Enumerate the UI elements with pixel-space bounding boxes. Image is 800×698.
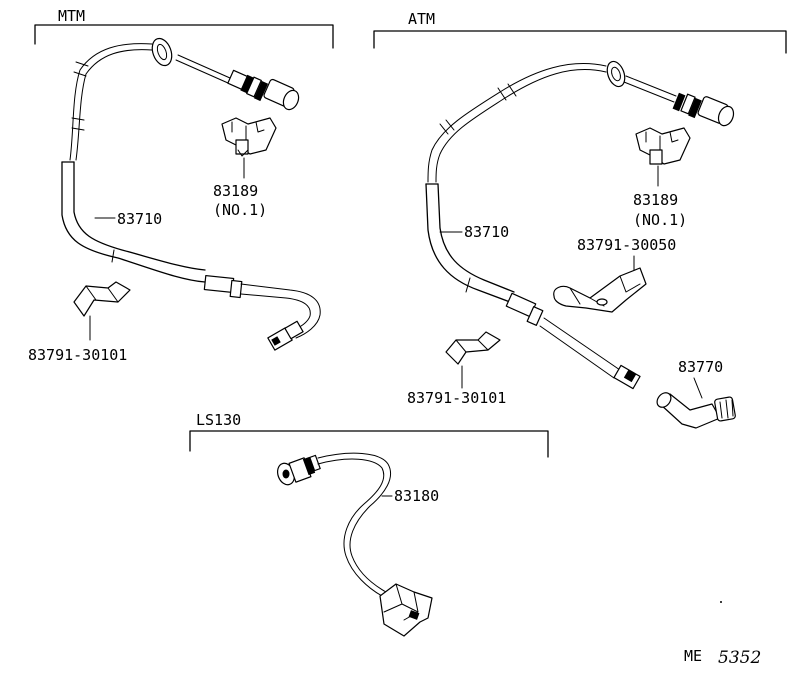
atm-switch-note: (NO.1) [633,211,687,229]
ls130-harness-label: 83180 [394,487,439,505]
mtm-group-label: MTM [58,7,85,25]
group-atm: ATM [373,10,787,429]
drawing-code-number: 5352 [718,648,761,668]
atm-clamp-label: 83791-30101 [407,389,506,407]
mtm-speedometer-cable [61,37,321,351]
scan-dot [720,601,722,603]
mtm-switch-note: (NO.1) [213,201,267,219]
mtm-clamp-label: 83791-30101 [28,346,127,364]
mtm-bracket [34,24,334,49]
drawing-code: ME 5352 [684,647,761,668]
mtm-switch [221,117,277,179]
atm-speedometer-cable [425,60,735,390]
mtm-clamp [73,281,131,341]
atm-switch [635,127,691,187]
atm-clamp [445,331,501,389]
atm-bracket-part-label: 83791-30050 [577,236,676,254]
atm-switch-label: 83189 [633,191,678,209]
group-mtm: MTM [28,7,334,364]
atm-bracket-part [553,255,647,313]
atm-cable-label: 83710 [464,223,509,241]
atm-group-label: ATM [408,10,435,28]
atm-adapter [656,377,736,429]
group-ls130: LS130 83180 [189,411,549,637]
atm-adapter-label: 83770 [678,358,723,376]
ls130-harness [276,452,433,637]
mtm-cable-label: 83710 [117,210,162,228]
atm-bracket [373,30,787,54]
mtm-switch-label: 83189 [213,182,258,200]
drawing-code-prefix: ME [684,647,702,665]
ls130-group-label: LS130 [196,411,241,429]
ls130-bracket [189,430,549,458]
